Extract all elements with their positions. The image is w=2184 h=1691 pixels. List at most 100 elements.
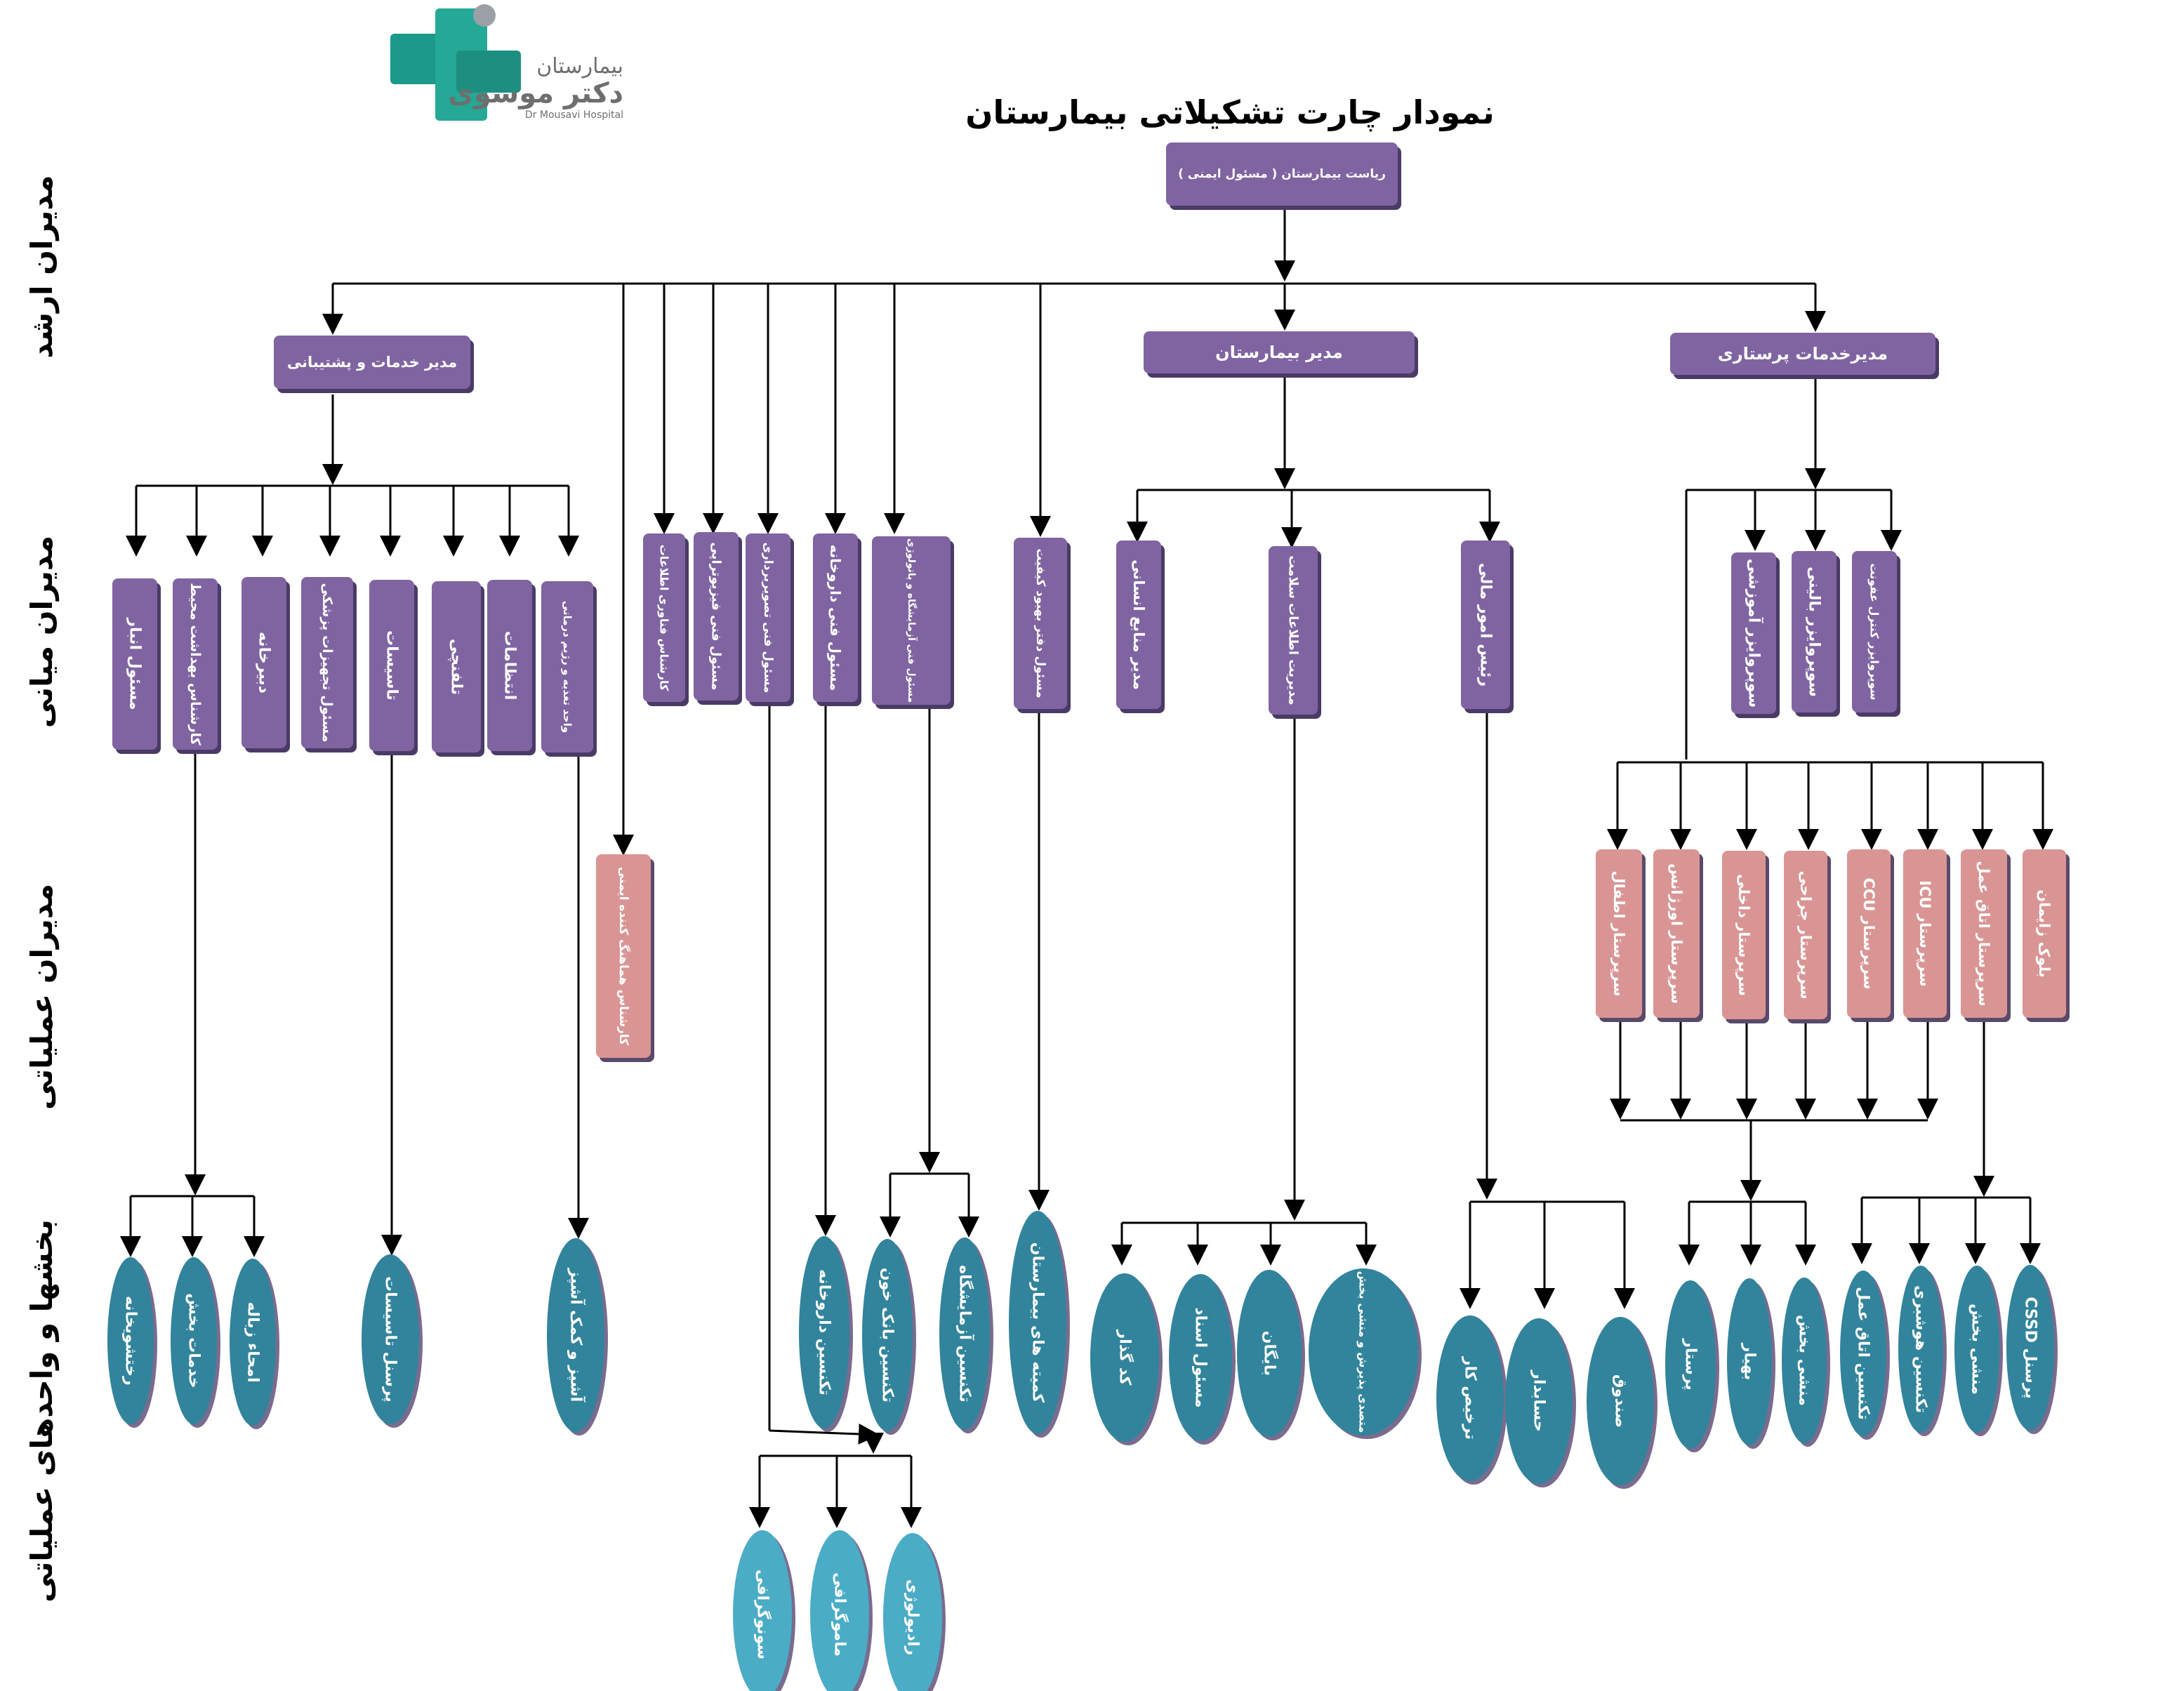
node-m-physio: مسئول فنی فیزیوتراپی [694, 532, 742, 705]
tier-label-operational: مدیران عملیاتی [25, 884, 60, 1110]
node-label: سونوگرافی [754, 1570, 773, 1659]
node-shape [1461, 541, 1510, 709]
node-shape [171, 1257, 217, 1424]
node-shape [596, 854, 651, 1058]
connector-arrow [769, 1423, 880, 1445]
node-label: کارشناس فناوری اطلاعات [658, 545, 671, 691]
node-shape [733, 1530, 792, 1691]
node-u-radio: رادیولوژی [883, 1533, 946, 1691]
node-label: مدیر منابع انسانی [1130, 559, 1147, 690]
node-shape [1782, 1278, 1827, 1443]
tier-label-senior: مدیران ارشد [25, 175, 60, 358]
node-shape [1009, 1211, 1066, 1434]
node-label: دبیرخانه [256, 632, 273, 694]
node-label: رئیس امور مالی [1477, 563, 1495, 687]
connector-lines [120, 208, 2053, 1528]
node-shape [1237, 1270, 1302, 1437]
node-o-emerg: سرپرستار اورژانس [1653, 849, 1703, 1022]
node-label: سوپروایزر آموزشی [1745, 559, 1765, 708]
node-shape [1436, 1315, 1504, 1481]
logo-line1: بیمارستان [536, 54, 623, 79]
node-u-services: خدمات بخش [171, 1257, 220, 1428]
node-shape [1727, 1278, 1772, 1445]
node-shape [1665, 1280, 1716, 1449]
node-m-it: کارشناس فناوری اطلاعات [643, 533, 689, 706]
node-label: رادیولوژی [904, 1579, 922, 1655]
node-shape [369, 580, 414, 751]
node-shape [883, 1533, 942, 1691]
node-label: آشپز و کمک آشپز [567, 1268, 587, 1402]
node-shape [862, 1239, 913, 1431]
node-svc-mgr: مدیر خدمات و پشتیبانی [274, 336, 474, 393]
node-label: مسئول فنی فیزیوتراپی [709, 542, 724, 690]
node-o-icu: سرپرستار ICU [1903, 849, 1950, 1022]
node-label: بایگان [1261, 1331, 1280, 1377]
node-label: مسئول فنی تصویربرداری [761, 543, 775, 694]
node-o-safety: کارشناس هماهنگ کننده ایمنی [596, 854, 654, 1062]
node-m-sup-clin: سوپروایزر بالینی [1792, 551, 1840, 717]
node-shape [1505, 1318, 1573, 1484]
node-shape [241, 577, 286, 748]
node-shape [173, 578, 218, 750]
node-o-jarahi: سرپرستار جراحی [1784, 851, 1831, 1023]
node-u-or-secretary: منشی بخش [1954, 1266, 2003, 1436]
node-label: تکنسین اتاق عمل [1855, 1287, 1872, 1420]
node-shape [547, 1238, 604, 1432]
node-label: متصدی پذیرش و منشی بخش [1356, 1271, 1370, 1433]
node-m-sup-inf: سوپروایزر کنترل عفونت [1852, 551, 1900, 717]
logo-line2: دکتر موسوی [448, 77, 623, 110]
node-label: تکنسین داروخانه [816, 1269, 833, 1395]
node-m-taghzie: واحد تغذیه و رژیم درمانی [541, 581, 597, 757]
node-label: کارشناس هماهنگ کننده ایمنی [616, 867, 631, 1045]
node-shape [1847, 849, 1891, 1018]
node-label: تاسیسات [383, 630, 401, 701]
node-shape [301, 577, 353, 748]
node-shape [2023, 849, 2066, 1018]
node-shape [694, 532, 739, 701]
node-shape [487, 580, 532, 751]
node-shape [1587, 1317, 1654, 1485]
node-label: تکنسین هوشبری [1912, 1285, 1930, 1413]
chart-title: نمودار چارت تشکیلاتی بیمارستان [965, 93, 1495, 132]
node-shape [1166, 142, 1398, 206]
node-shape [799, 1236, 849, 1428]
node-o-ccu: سرپرستار CCU [1847, 849, 1894, 1022]
node-label: کد گذار [1116, 1329, 1135, 1386]
node-m-dabir: دبیرخانه [241, 577, 290, 752]
node-shape [939, 1238, 990, 1430]
node-shape [1090, 1273, 1159, 1442]
node-shape [1014, 538, 1067, 709]
node-u-cssd: پرسنل CSSD [2006, 1265, 2058, 1434]
node-label: سرپرستار داخلی [1735, 874, 1752, 996]
node-u-mammo: ماموگرافی [810, 1530, 873, 1691]
node-label: سوپروایزر بالینی [1806, 566, 1823, 697]
node-shape [1596, 849, 1642, 1018]
node-shape [432, 581, 481, 752]
node-shape [230, 1259, 276, 1426]
chart-nodes: ریاست بیمارستان ( مسئول ایمنی )مدیر خدما… [107, 142, 2070, 1691]
node-shape [1670, 333, 1935, 375]
node-shape [1722, 851, 1766, 1019]
node-m-sup-edu: سوپروایزر آموزشی [1731, 552, 1780, 718]
node-u-pharm-tech: تکنسین داروخانه [799, 1236, 853, 1432]
node-shape [541, 581, 593, 752]
node-label: پرسنل CSSD [2022, 1297, 2039, 1398]
node-m-quality: مسئول دفتر بهبود کیفیت [1014, 538, 1071, 713]
node-shape [872, 536, 951, 705]
node-label: ترخیص کار [1462, 1356, 1479, 1440]
node-label: مسئول انبار [126, 617, 144, 710]
node-label: سرپرستار اطفال [1610, 870, 1627, 996]
node-shape [1784, 851, 1827, 1019]
node-shape [1116, 541, 1161, 709]
node-label: حسابدار [1530, 1370, 1548, 1432]
node-label: مدیرخدمات پرستاری [1718, 344, 1888, 364]
node-u-nurse: پرستار [1665, 1280, 1719, 1452]
node-u-coder: کد گذار [1090, 1273, 1163, 1445]
node-label: منشی بخش [1796, 1315, 1813, 1406]
node-u-admission: متصدی پذیرش و منشی بخش [1309, 1268, 1422, 1439]
node-u-accountant: حسابدار [1505, 1318, 1576, 1487]
logo-dot [473, 4, 496, 27]
node-label: مدیریت اطلاعات سلامت [1286, 555, 1301, 705]
node-m-telefon: تلفنچی [432, 581, 484, 757]
